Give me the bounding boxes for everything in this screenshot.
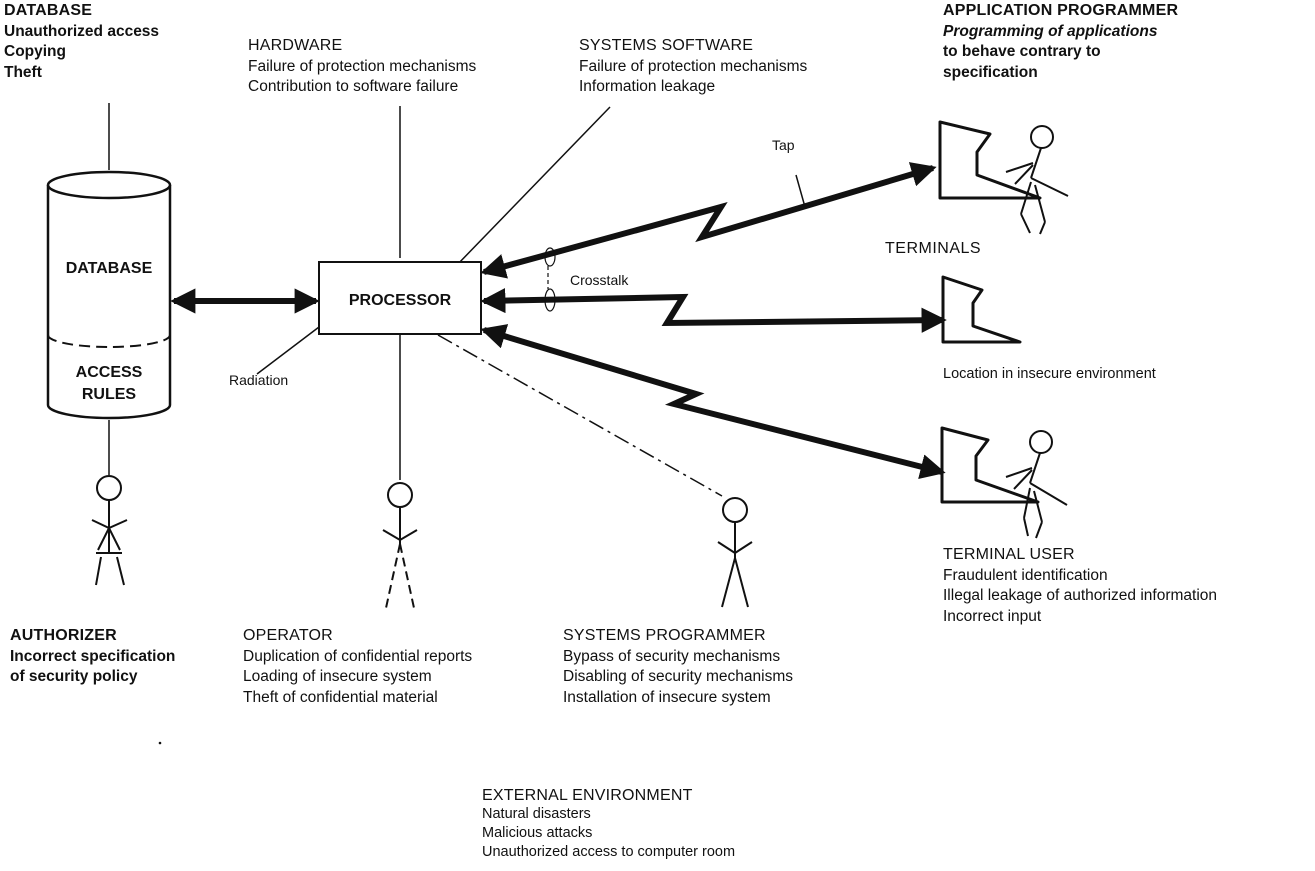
database-cylinder: [46, 170, 172, 420]
threat-item: Incorrect specification: [10, 647, 176, 665]
threat-item: Information leakage: [579, 78, 716, 95]
authorizer-figure: [91, 475, 128, 586]
threat-item: Bypass of security mechanisms: [563, 647, 781, 665]
external-environment-heading: EXTERNAL ENVIRONMENT: [482, 787, 693, 804]
application-programmer-threats: APPLICATION PROGRAMMER Programming of ap…: [943, 1, 1178, 83]
systems-programmer-figure: [717, 497, 753, 608]
tap-marker: [795, 174, 806, 208]
threat-item: Unauthorized access to computer room: [482, 844, 736, 860]
threat-item: Theft of confidential material: [243, 688, 438, 706]
database-heading: DATABASE: [4, 2, 93, 19]
systems-programmer-threats: SYSTEMS PROGRAMMER Bypass of security me…: [563, 626, 793, 708]
threat-item: Disabling of security mechanisms: [563, 668, 794, 685]
threat-item: Natural disasters: [482, 806, 591, 822]
systems-programmer-heading: SYSTEMS PROGRAMMER: [563, 627, 766, 644]
processor-terminal1-link: [480, 162, 937, 279]
threat-item: Failure of protection mechanisms: [579, 57, 808, 75]
terminal-programmer-icon: [938, 120, 1069, 235]
terminal-location-text: Location in insecure environment: [943, 366, 1156, 382]
external-environment-threats: EXTERNAL ENVIRONMENT Natural disasters M…: [482, 786, 735, 862]
threat-item: Duplication of confidential reports: [243, 647, 473, 665]
operator-heading: OPERATOR: [243, 627, 333, 644]
crosstalk-marker: [544, 247, 556, 312]
terminal-icon: [941, 275, 1022, 344]
hardware-threats: HARDWARE Failure of protection mechanism…: [248, 36, 476, 98]
threat-item: Copying: [4, 43, 66, 60]
threat-item: Malicious attacks: [482, 825, 593, 841]
threat-item: Fraudulent identification: [943, 566, 1108, 584]
terminal-user-icon: [940, 426, 1068, 539]
threat-item: of security policy: [10, 668, 138, 685]
access-rules-label-line2: RULES: [82, 386, 137, 403]
hardware-heading: HARDWARE: [248, 37, 343, 54]
application-programmer-heading: APPLICATION PROGRAMMER: [943, 2, 1179, 19]
radiation-label: Radiation: [229, 372, 288, 388]
processor-label: PROCESSOR: [349, 292, 452, 309]
threat-item: to behave contrary to: [943, 43, 1101, 60]
threat-item: Contribution to software failure: [248, 78, 459, 95]
terminal-user-threats: TERMINAL USER Fraudulent identification …: [943, 545, 1217, 627]
operator-figure: [382, 482, 418, 609]
processor-box: [318, 261, 482, 335]
threat-item: Failure of protection mechanisms: [248, 57, 477, 75]
threat-item: Installation of insecure system: [563, 688, 771, 706]
processor-terminal2-link: [480, 287, 947, 333]
threat-item: Illegal leakage of authorized informatio…: [943, 587, 1218, 604]
crosstalk-label: Crosstalk: [570, 272, 629, 288]
systems-software-threats: SYSTEMS SOFTWARE Failure of protection m…: [579, 36, 807, 98]
threat-item: specification: [943, 63, 1038, 81]
radiation-connector: [256, 326, 320, 375]
authorizer-threats: AUTHORIZER Incorrect specification of se…: [10, 626, 175, 688]
authorizer-heading: AUTHORIZER: [10, 627, 117, 644]
threat-item: Incorrect input: [943, 607, 1042, 625]
threat-item: Unauthorized access: [4, 22, 160, 40]
tap-label: Tap: [772, 137, 795, 153]
database-threats: DATABASE Unauthorized access Copying The…: [4, 1, 159, 83]
access-rules-label-line1: ACCESS: [76, 364, 143, 381]
threat-item: Loading of insecure system: [243, 668, 432, 685]
processor-terminal3-link: [480, 324, 946, 479]
threat-item: Programming of applications: [943, 22, 1158, 40]
database-cylinder-label: DATABASE: [66, 260, 153, 277]
systems-software-heading: SYSTEMS SOFTWARE: [579, 37, 754, 54]
terminals-heading: TERMINALS: [885, 240, 981, 257]
operator-threats: OPERATOR Duplication of confidential rep…: [243, 626, 472, 708]
terminal-user-heading: TERMINAL USER: [943, 546, 1075, 563]
threat-item: Theft: [4, 63, 42, 81]
